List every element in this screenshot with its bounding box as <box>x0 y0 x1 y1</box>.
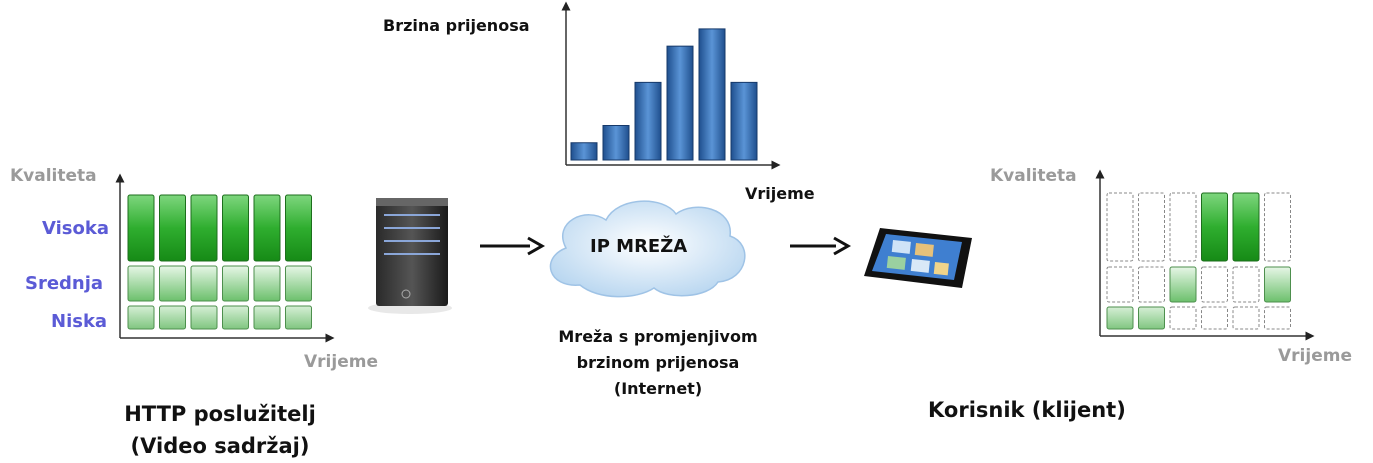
client-block-visoka-1 <box>1106 192 1134 262</box>
bandwidth-chart-axes <box>561 1 781 170</box>
server-block-srednja-6 <box>285 265 312 302</box>
server-block-srednja-5 <box>253 265 281 302</box>
bandwidth-bars <box>570 28 758 161</box>
server-block-srednja-3 <box>190 265 218 302</box>
client-block-srednja-4 <box>1201 266 1228 303</box>
client-block-niska-5 <box>1232 306 1260 330</box>
server-block-niska-3 <box>190 305 218 330</box>
network-caption-line1: Mreža s promjenjivom <box>558 327 758 346</box>
client-block-srednja-1 <box>1106 266 1134 303</box>
network-caption: Mreža s promjenjivom brzinom prijenosa (… <box>520 324 796 402</box>
server-label: HTTP poslužitelj (Video sadržaj) <box>110 398 330 462</box>
bandwidth-chart-xlabel: Vrijeme <box>745 184 815 203</box>
client-block-visoka-4-selected <box>1201 192 1228 262</box>
client-block-srednja-2 <box>1138 266 1165 303</box>
client-block-srednja-3-selected <box>1169 266 1197 303</box>
level-label-low: Niska <box>51 311 108 332</box>
client-block-visoka-3 <box>1169 192 1197 262</box>
server-block-visoka-6 <box>285 194 312 262</box>
cloud-label: IP MREŽA <box>590 236 688 257</box>
bandwidth-bar-6 <box>730 81 758 161</box>
server-block-srednja-4 <box>222 265 249 302</box>
bandwidth-bar-4 <box>666 45 694 161</box>
server-quality-blocks <box>127 194 312 330</box>
client-block-niska-1-selected <box>1106 306 1134 330</box>
arrow-server-to-network <box>480 236 546 256</box>
client-chart-axes <box>1095 169 1315 341</box>
client-block-visoka-5-selected <box>1232 192 1260 262</box>
client-block-niska-2-selected <box>1138 306 1165 330</box>
bandwidth-bar-5 <box>698 28 726 161</box>
server-block-visoka-5 <box>253 194 281 262</box>
network-caption-line3: (Internet) <box>613 379 703 398</box>
server-icon <box>368 198 452 314</box>
client-block-niska-6 <box>1264 306 1291 330</box>
server-block-niska-2 <box>159 305 186 330</box>
server-block-srednja-1 <box>127 265 155 302</box>
server-block-visoka-3 <box>190 194 218 262</box>
arrow-network-to-client <box>790 236 852 256</box>
bandwidth-bar-3 <box>634 81 662 161</box>
level-label-medium: Srednja <box>25 273 104 294</box>
server-block-niska-4 <box>222 305 249 330</box>
client-block-visoka-6 <box>1264 192 1291 262</box>
server-label-line1: HTTP poslužitelj <box>124 402 316 426</box>
client-block-visoka-2 <box>1138 192 1165 262</box>
client-block-srednja-6-selected <box>1264 266 1291 303</box>
bandwidth-bar-1 <box>570 142 598 161</box>
server-chart-ylabel: Kvaliteta <box>10 166 97 186</box>
server-block-visoka-4 <box>222 194 249 262</box>
client-chart-ylabel: Kvaliteta <box>990 166 1077 186</box>
cloud-icon <box>549 200 746 298</box>
tablet-icon <box>864 228 972 288</box>
server-block-visoka-2 <box>159 194 186 262</box>
client-block-srednja-5 <box>1232 266 1260 303</box>
client-block-niska-3 <box>1169 306 1197 330</box>
network-caption-line2: brzinom prijenosa <box>576 353 740 372</box>
server-block-niska-5 <box>253 305 281 330</box>
server-block-srednja-2 <box>159 265 186 302</box>
client-label: Korisnik (klijent) <box>928 398 1126 422</box>
server-block-niska-6 <box>285 305 312 330</box>
client-chart-xlabel: Vrijeme <box>1278 346 1352 366</box>
bandwidth-chart-ylabel: Brzina prijenosa <box>383 16 530 35</box>
client-quality-blocks <box>1106 192 1291 330</box>
level-label-high: Visoka <box>42 218 109 239</box>
server-block-niska-1 <box>127 305 155 330</box>
server-label-line2: (Video sadržaj) <box>130 434 310 458</box>
server-block-visoka-1 <box>127 194 155 262</box>
client-block-niska-4 <box>1201 306 1228 330</box>
bandwidth-bar-2 <box>602 125 630 161</box>
server-chart-xlabel: Vrijeme <box>304 352 378 372</box>
server-chart-axes <box>115 173 335 343</box>
